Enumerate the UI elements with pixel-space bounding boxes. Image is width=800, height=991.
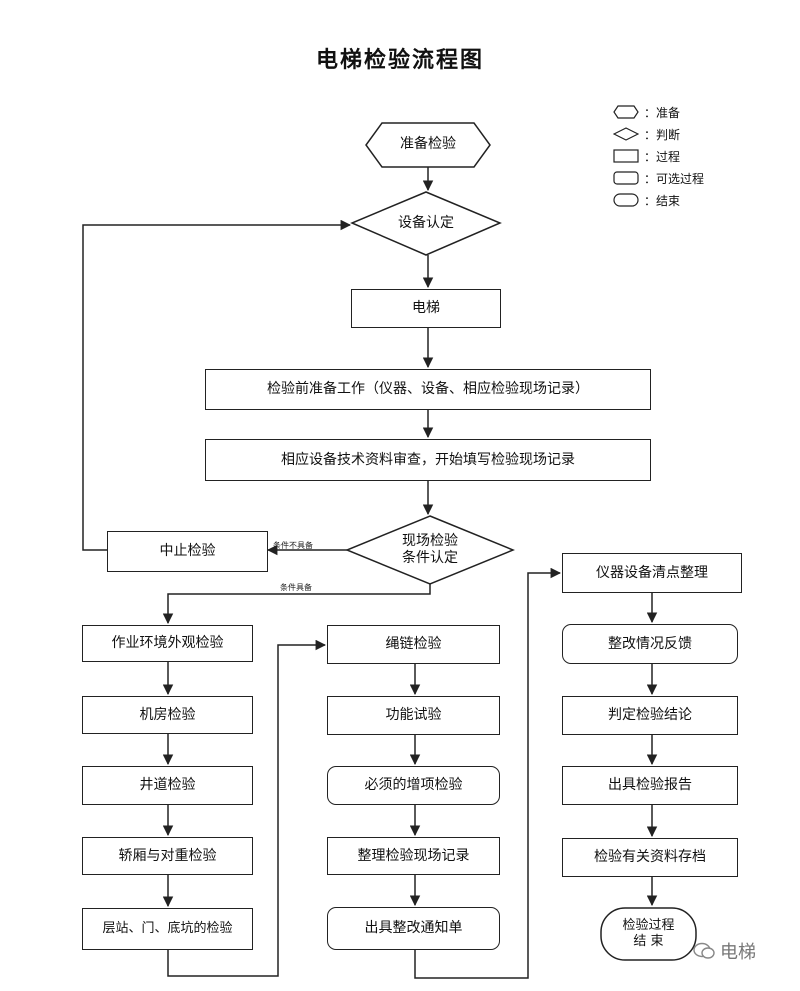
site-condition-node: 现场检验 条件认定 (347, 516, 513, 584)
prepare-hexagon (365, 122, 491, 168)
instrument-check-node: 仪器设备清点整理 (562, 553, 742, 593)
archive-node: 检验有关资料存档 (562, 838, 738, 877)
hexagon-icon (612, 104, 640, 120)
doc-review-node: 相应设备技术资料审查，开始填写检验现场记录 (205, 439, 651, 481)
rectangle-icon (612, 148, 640, 164)
legend-label: ：准备 (644, 105, 681, 120)
rope-chain-node: 绳链检验 (327, 625, 500, 664)
legend-item-prepare: ：准备 (612, 103, 680, 121)
shaft-node: 井道检验 (82, 766, 253, 805)
machine-room-node: 机房检验 (82, 696, 253, 734)
site-condition-line1: 现场检验 (402, 532, 458, 549)
diamond-icon (612, 126, 640, 142)
env-check-node: 作业环境外观检验 (82, 625, 253, 662)
equipment-confirm-diamond (350, 191, 502, 256)
rectify-feedback-node: 整改情况反馈 (562, 624, 738, 664)
legend-label: ：可选过程 (644, 171, 705, 186)
edge-label-not-met: 条件不具备 (273, 541, 313, 550)
chat-bubble-icon (693, 942, 715, 959)
site-condition-line2: 条件认定 (402, 550, 458, 566)
end-line2: 结 束 (633, 934, 664, 949)
edge-label-met: 条件具备 (280, 583, 312, 592)
equipment-confirm-node: 设备认定 (398, 214, 454, 231)
rectify-notice-node: 出具整改通知单 (327, 907, 500, 950)
legend-item-optional-process: ：可选过程 (612, 169, 704, 187)
conclusion-node: 判定检验结论 (562, 696, 738, 735)
rounded-rectangle-icon (612, 192, 640, 208)
legend-item-end: ：结束 (612, 191, 680, 209)
legend-label: ：过程 (644, 149, 681, 164)
watermark: 电梯 (692, 938, 756, 964)
rounded-rectangle-icon (612, 170, 640, 186)
suspend-inspection-node: 中止检验 (107, 531, 268, 572)
organize-records-node: 整理检验现场记录 (327, 837, 500, 875)
end-terminator (600, 907, 697, 961)
legend-label: ：结束 (644, 193, 681, 208)
legend-item-process: ：过程 (612, 147, 680, 165)
end-node: 检验过程 结 束 (601, 908, 696, 960)
legend-item-decision: ：判断 (612, 125, 680, 143)
function-test-node: 功能试验 (327, 696, 500, 735)
prepare-inspection-node: 准备检验 (400, 136, 456, 153)
extra-items-node: 必须的增项检验 (327, 766, 500, 805)
report-node: 出具检验报告 (562, 766, 738, 805)
page-title: 电梯检验流程图 (315, 48, 484, 73)
elevator-node: 电梯 (351, 289, 501, 328)
legend-label: ：判断 (644, 127, 681, 142)
pre-work-node: 检验前准备工作（仪器、设备、相应检验现场记录） (205, 369, 651, 410)
landing-door-pit-node: 层站、门、底坑的检验 (82, 908, 253, 950)
end-line1: 检验过程 (622, 917, 675, 933)
watermark-text: 电梯 (720, 942, 756, 963)
car-counterweight-node: 轿厢与对重检验 (82, 837, 253, 875)
